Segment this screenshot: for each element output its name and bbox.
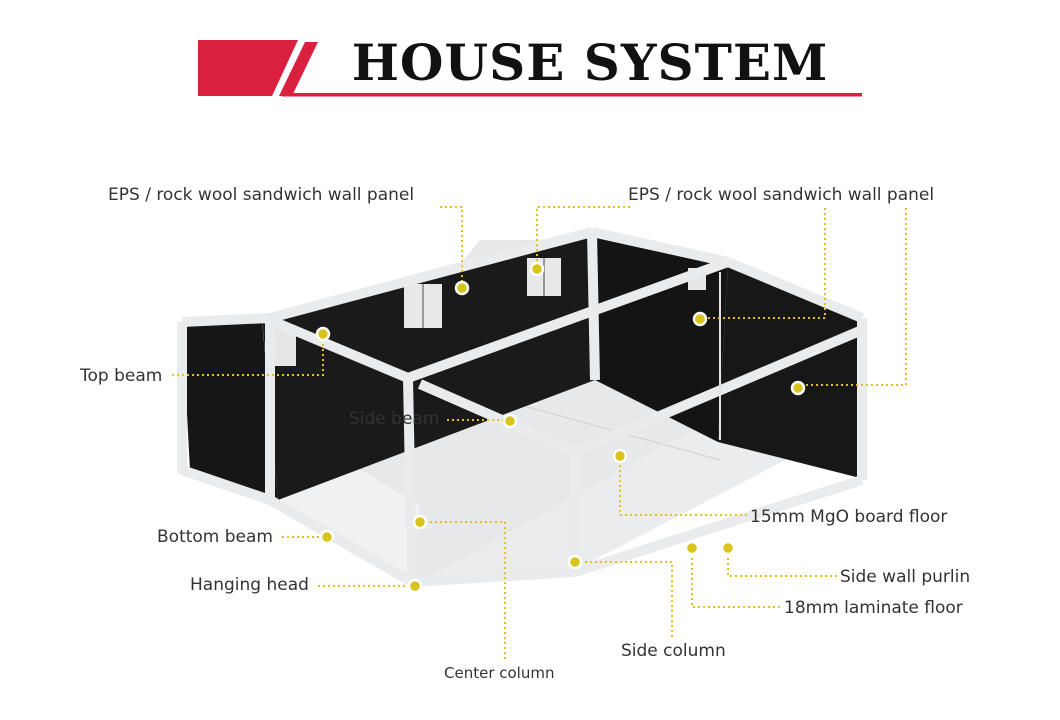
dot-side-beam (502, 413, 518, 429)
label-wall-panel-left: EPS / rock wool sandwich wall panel (108, 185, 415, 205)
dot-side-wall-purlin (720, 540, 736, 556)
title-accent-bar (198, 40, 298, 96)
dot-side-column (567, 554, 583, 570)
label-center-column: Center column (444, 664, 555, 682)
dot-wall-panel-end (790, 380, 806, 396)
title-underline (282, 93, 862, 97)
dot-bottom-beam (319, 529, 335, 545)
dot-center-column (412, 514, 428, 530)
right-end-wall (718, 262, 862, 478)
label-side-column: Side column (621, 641, 726, 661)
title-accent-slash (279, 42, 318, 96)
label-top-beam: Top beam (80, 366, 163, 386)
label-hanging-head: Hanging head (190, 575, 309, 595)
steel-frame (177, 227, 867, 587)
left-end-wall (182, 320, 278, 500)
dot-top-beam (315, 326, 331, 342)
label-laminate-floor: 18mm laminate floor (784, 598, 963, 618)
page-title: HOUSE SYSTEM (351, 33, 829, 92)
leader-lines (172, 206, 907, 660)
dot-wall-panel-back (529, 261, 545, 277)
label-side-beam: Side beam (349, 409, 440, 429)
label-wall-panel-right: EPS / rock wool sandwich wall panel (628, 185, 935, 205)
label-mgo-floor: 15mm MgO board floor (750, 507, 948, 527)
dot-hanging-head (407, 578, 423, 594)
dot-wall-panel-left (454, 280, 470, 296)
label-bottom-beam: Bottom beam (157, 527, 273, 547)
callout-dots (315, 261, 806, 594)
dot-laminate-floor (684, 540, 700, 556)
label-side-wall-purlin: Side wall purlin (840, 567, 971, 587)
dot-wall-panel-right (692, 311, 708, 327)
dot-mgo-floor (612, 448, 628, 464)
